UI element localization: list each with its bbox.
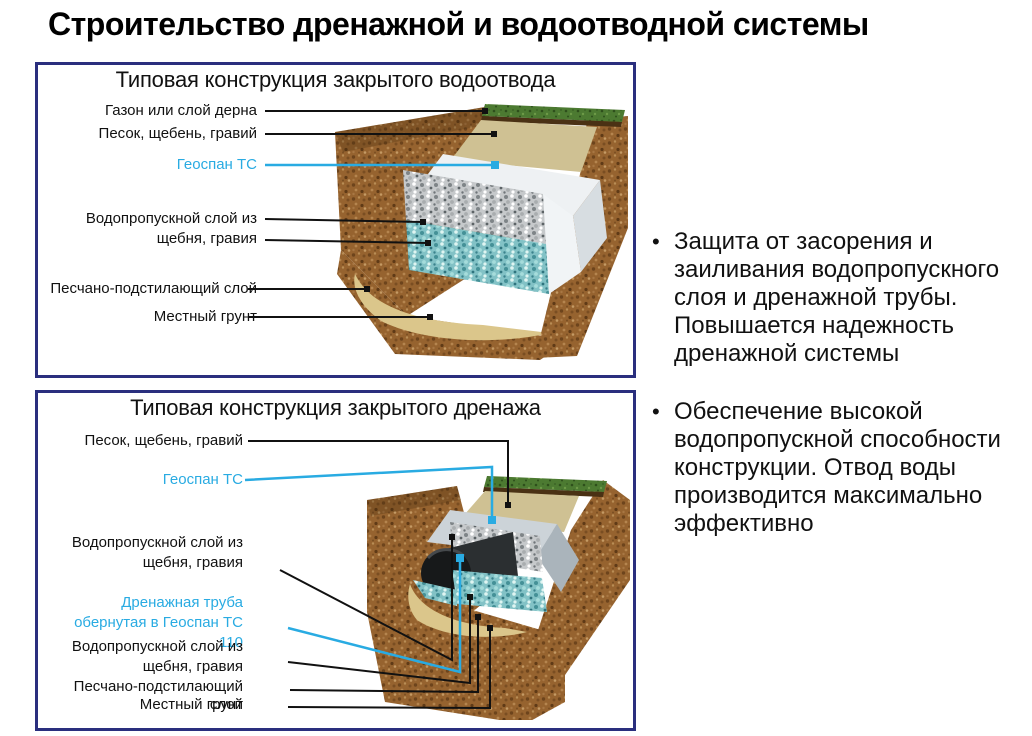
label-sand-gravel: Песок, щебень, гравий [98,125,257,142]
benefit-text-2: Обеспечение высокой водопропускной спосо… [674,398,1001,537]
label-sand-underlay: Песчано-подстилающий слой [50,280,257,297]
label-geospan: Геоспан ТС [176,156,257,173]
label-sand-underlay-2: Песчано-подстилающий слой [73,678,243,713]
label-local-soil-2: Местный грунт [139,696,243,713]
trench-cutaway-illustration-bottom [367,476,630,720]
benefit-text-1: Защита от засорения и заиливания водопро… [674,228,1000,367]
panel-closed-water-drain: Типовая конструкция закрытого водоотвода [35,62,636,378]
bullet-marker: • [652,229,660,254]
label-geospan-2: Геоспан ТС [162,471,243,488]
trench-cutaway-illustration-top [335,104,628,360]
label-local-soil: Местный грунт [153,308,257,325]
page-title: Строительство дренажной и водоотводной с… [48,6,869,42]
label-permeable-upper: Водопропускной слой из щебня, гравия [71,534,243,571]
bullet-marker: • [652,399,660,424]
panel-top-title: Типовая конструкция закрытого водоотвода [115,67,556,92]
label-lawn: Газон или слой дерна [104,102,257,119]
panel-closed-drainage: Типовая конструкция закрытого дренажа [35,390,636,731]
label-drain-pipe: Дренажная труба обернутая в Геоспан ТС 1… [74,594,243,651]
label-sand-gravel-2: Песок, щебень, гравий [84,432,243,449]
benefit-item-2: • Обеспечение высокой водопропускной спо… [652,398,1014,538]
panel-bottom-title: Типовая конструкция закрытого дренажа [130,395,541,420]
benefit-item-1: • Защита от засорения и заиливания водоп… [652,228,1014,368]
label-permeable-layer: Водопропускной слой из щебня, гравия [85,210,257,247]
label-permeable-lower: Водопропускной слой из щебня, гравия [71,638,243,675]
